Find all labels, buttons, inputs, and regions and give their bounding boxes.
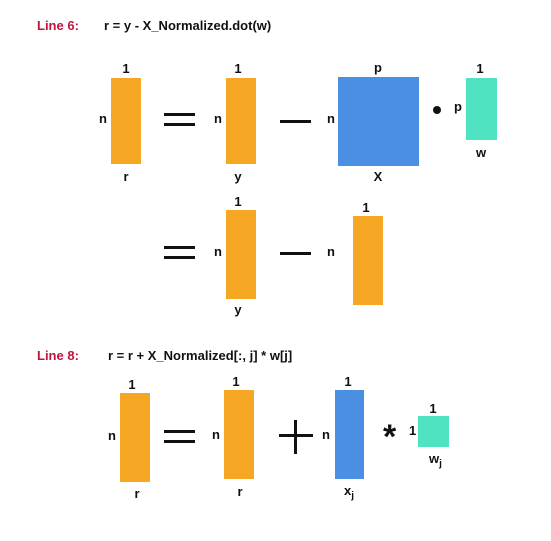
scalar-wj-dim-side: 1 (409, 423, 417, 438)
vector-r-label: r (123, 169, 129, 184)
vector-r-left-dim-top: 1 (128, 377, 136, 392)
vector-r-right-dim-side: n (212, 427, 220, 442)
scalar-wj-dim-top: 1 (429, 401, 437, 416)
vector-r-left-dim-side: n (108, 428, 116, 443)
column-vector-xj-dim-top: 1 (344, 374, 352, 389)
multiply-asterisk: * (383, 418, 397, 456)
plus-sign-vertical (294, 420, 297, 454)
vector-r (111, 78, 141, 164)
vector-y-row2-dim-top: 1 (234, 194, 242, 209)
vector-y-row2 (226, 210, 256, 299)
vector-product-result-dim-side: n (327, 244, 335, 259)
vector-y-row2-dim-side: n (214, 244, 222, 259)
vector-r-right-dim-top: 1 (232, 374, 240, 389)
line8-code: r = r + X_Normalized[:, j] * w[j] (108, 348, 293, 363)
vector-w-label: w (475, 145, 487, 160)
minus-sign-row2 (280, 252, 311, 255)
vector-r-dim-side: n (99, 111, 107, 126)
vector-r-dim-top: 1 (122, 61, 130, 76)
vector-r-right-label: r (237, 484, 243, 499)
vector-y (226, 78, 256, 164)
equals-sign (164, 113, 195, 126)
matrix-X-dim-top: p (374, 60, 382, 75)
vector-y-row2-label: y (234, 302, 242, 317)
vector-product-result (353, 216, 383, 305)
line6-tag: Line 6: (37, 18, 79, 33)
scalar-wj (418, 416, 449, 447)
scalar-wj-label: wj (429, 451, 442, 470)
vector-r-left-label: r (134, 486, 140, 501)
vector-product-result-dim-top: 1 (362, 200, 370, 215)
vector-r-right (224, 390, 254, 479)
matrix-X (338, 77, 419, 166)
vector-y-dim-side: n (214, 111, 222, 126)
equals-sign-row2 (164, 246, 195, 259)
vector-y-dim-top: 1 (234, 61, 242, 76)
column-vector-xj-label: xj (344, 483, 355, 502)
minus-sign (280, 120, 311, 123)
vector-w (466, 78, 497, 140)
line6-code: r = y - X_Normalized.dot(w) (104, 18, 272, 33)
vector-y-label: y (234, 169, 242, 184)
matrix-X-dim-side: n (327, 111, 335, 126)
vector-w-dim-side: p (454, 99, 462, 114)
line8-tag: Line 8: (37, 348, 79, 363)
column-vector-xj (335, 390, 364, 479)
equals-sign-line8 (164, 430, 195, 443)
matrix-X-label: X (373, 169, 383, 184)
vector-r-left (120, 393, 150, 482)
vector-w-dim-top: 1 (476, 61, 484, 76)
dot-product-sign (433, 106, 441, 114)
column-vector-xj-dim-side: n (322, 427, 330, 442)
